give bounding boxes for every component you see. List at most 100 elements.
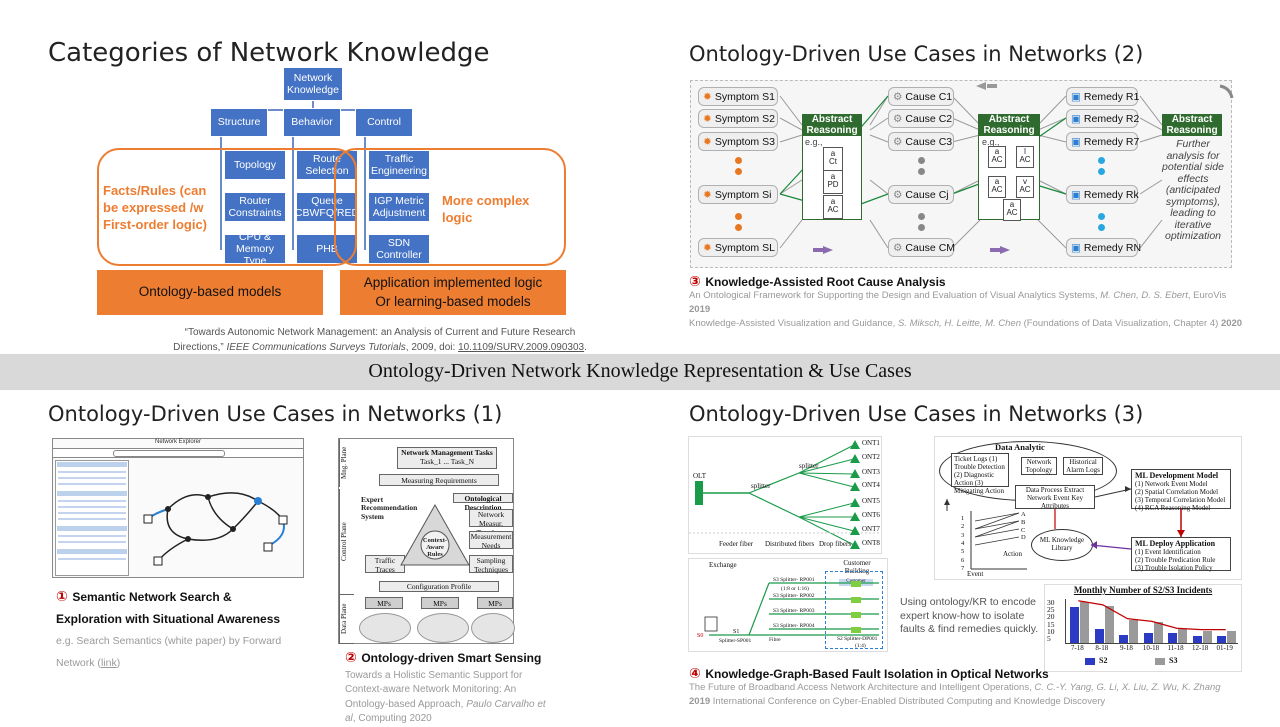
igp-metric-box: IGP Metric Adjustment xyxy=(368,192,430,222)
q2-title: Ontology-Driven Use Cases in Networks (2… xyxy=(689,42,1144,66)
ellipsis-dot xyxy=(918,168,925,175)
y-tick-label: 15 xyxy=(1047,619,1055,629)
y-tick-label: 20 xyxy=(1047,612,1055,622)
band-title: Ontology-Driven Network Knowledge Repres… xyxy=(368,360,912,382)
ont-label: ONT3 xyxy=(862,468,880,476)
ontology-models-box: Ontology-based models xyxy=(97,270,323,315)
forward-network-link[interactable]: link xyxy=(100,656,117,669)
bar-s2-12-18 xyxy=(1192,636,1202,643)
symptom-sl[interactable]: ✹Symptom SL xyxy=(698,238,778,257)
tree-line xyxy=(312,100,314,110)
symptom-si[interactable]: ✹Symptom Si xyxy=(698,185,778,204)
x-tick-label: 10-18 xyxy=(1142,644,1160,652)
x-tick-label: 11-18 xyxy=(1167,644,1184,652)
further-analysis-note: Further analysis for potential side effe… xyxy=(1162,138,1224,243)
rules-triangle xyxy=(400,503,470,566)
remedy-r2[interactable]: ▣Remedy R2 xyxy=(1066,109,1139,128)
splitter-rp002: S3 Splitter- RP002 xyxy=(773,593,815,599)
cause-c1[interactable]: ⚙Cause C1 xyxy=(888,87,954,106)
y-tick-label: 5 xyxy=(1047,634,1051,644)
ont-label: ONT2 xyxy=(862,453,880,461)
tree-line xyxy=(220,137,222,250)
control-box: Control xyxy=(355,108,413,137)
mps-box: MPs xyxy=(477,597,513,609)
fibre-label: Fibre xyxy=(769,637,781,643)
q4-caption: ④ Knowledge-Graph-Based Fault Isolation … xyxy=(689,665,1049,681)
exchange-label: Exchange xyxy=(709,561,737,569)
bar-s3-8-18 xyxy=(1104,605,1114,643)
q2-citation: An Ontological Framework for Supporting … xyxy=(689,290,1243,329)
tree-line xyxy=(364,137,366,250)
cause-c3[interactable]: ⚙Cause C3 xyxy=(888,132,954,151)
remedy-r7[interactable]: ▣Remedy R7 xyxy=(1066,132,1139,151)
sampling-box: Sampling Techniques xyxy=(469,555,513,574)
ratio-label: (1:4) xyxy=(855,643,866,649)
network-explorer-screenshot: Network Explorer xyxy=(52,438,304,578)
pon-tree-diagram: ONT1 ONT2 ONT3 ONT4 ONT5 ONT6 ONT7 ONT8 … xyxy=(688,436,882,554)
splitter-diagram: Exchange Customer Building Customer S3 S… xyxy=(688,558,888,652)
control-plane-label: Control Plane xyxy=(339,489,354,595)
ellipsis-dot xyxy=(1098,157,1105,164)
structure-box: Structure xyxy=(210,108,268,137)
doi-link[interactable]: 10.1109/SURV.2009.090303 xyxy=(458,342,585,353)
q3-title: Ontology-Driven Use Cases in Networks (1… xyxy=(48,402,503,426)
cause-label: Cause CM xyxy=(905,241,956,254)
expert-system-label: Expert Recommendation System xyxy=(361,495,418,521)
complex-logic-note: More complex logic xyxy=(442,193,530,225)
s1-label: S1 xyxy=(733,629,740,635)
abstract-reasoning-1: Abstract Reasoning xyxy=(802,114,862,136)
ml-library-label: ML Knowledge Library xyxy=(1039,536,1085,552)
q4-citation: The Future of Broadband Access Network A… xyxy=(689,682,1221,707)
olt-label: OLT xyxy=(693,472,706,480)
ticket-logs-box: Ticket Logs (1) Trouble Detection (2) Di… xyxy=(951,453,1009,495)
ellipsis-dot xyxy=(918,157,925,164)
symptom-label: Symptom SL xyxy=(714,241,775,254)
splitter-label: splitter xyxy=(751,482,771,490)
remedy-rk[interactable]: ▣Remedy Rk xyxy=(1066,185,1139,204)
legend-swatch xyxy=(1155,658,1165,665)
screenshot-title: Network Explorer xyxy=(53,439,303,449)
remedy-r1[interactable]: ▣Remedy R1 xyxy=(1066,87,1139,106)
bar-s3-01-19 xyxy=(1227,630,1237,643)
s2-splitter-label: S2 Splitter-DP001 xyxy=(837,636,878,642)
cause-cm[interactable]: ⚙Cause CM xyxy=(888,238,956,257)
x-tick-label: 7-18 xyxy=(1070,644,1084,652)
action-label: Action xyxy=(1003,550,1023,558)
screenshot-toolbar xyxy=(53,449,303,458)
splitter-rp004: S3 Splitter- RP004 xyxy=(773,623,815,629)
screenshot-sidebar xyxy=(55,460,129,576)
remedy-rn[interactable]: ▣Remedy RN xyxy=(1066,238,1141,257)
bar-s2-10-18 xyxy=(1143,633,1153,643)
network-topology-box: Network Topology xyxy=(1021,457,1057,475)
section-band xyxy=(0,354,1280,390)
device-cloud xyxy=(417,613,469,643)
traffic-box: Traffic Traces xyxy=(365,555,405,574)
q4-title: Ontology-Driven Use Cases in Networks (3… xyxy=(689,402,1144,426)
rca-diagram xyxy=(690,80,1232,268)
symptom-label: Symptom S1 xyxy=(714,90,775,103)
ellipsis-dot xyxy=(918,213,925,220)
q3-caption-2: ② Ontology-driven Smart Sensing Towards … xyxy=(345,649,546,725)
q1-title: Categories of Network Knowledge xyxy=(48,38,490,68)
citation-journal: IEEE Communications Surveys Tutorials xyxy=(226,342,406,353)
bar-s3-12-18 xyxy=(1202,630,1212,643)
symptom-s2[interactable]: ✹Symptom S2 xyxy=(698,109,778,128)
rules-label: Context-Aware Rules xyxy=(422,537,448,558)
splitter-ratio: (1:8 or 1:16) xyxy=(781,586,809,592)
y-tick-label: 25 xyxy=(1047,605,1055,615)
event-label: Event xyxy=(967,570,984,578)
cause-c2[interactable]: ⚙Cause C2 xyxy=(888,109,954,128)
symptom-s1[interactable]: ✹Symptom S1 xyxy=(698,87,778,106)
bar-s2-11-18 xyxy=(1168,633,1178,643)
symptom-label: Symptom Si xyxy=(714,188,772,201)
symptom-label: Symptom S3 xyxy=(714,135,775,148)
legend-label: S3 xyxy=(1169,656,1178,665)
cause-cj[interactable]: ⚙Cause Cj xyxy=(888,185,954,204)
data-analytic-title: Data Analytic xyxy=(995,442,1045,452)
symptom-s3[interactable]: ✹Symptom S3 xyxy=(698,132,778,151)
